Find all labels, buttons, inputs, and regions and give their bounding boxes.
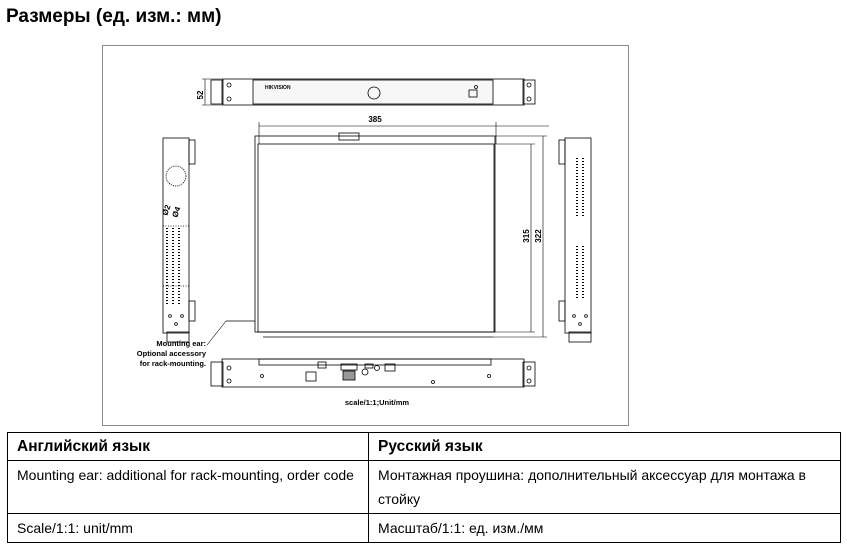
cell-english: Scale/1:1: unit/mm <box>7 513 369 543</box>
page-title: Размеры (ед. изм.: мм) <box>6 6 222 27</box>
dim-height-label: 52 <box>196 90 205 99</box>
table-row: Mounting ear: additional for rack-mounti… <box>7 460 841 514</box>
right-side-view <box>558 137 592 343</box>
drawing-canvas: HIKVISION 52 385 <box>137 78 592 407</box>
left-side-view <box>162 137 196 343</box>
hole-small-label: Ø2 <box>160 203 172 217</box>
brand-logo: HIKVISION <box>265 85 291 91</box>
callout-line1: Mounting ear: <box>156 339 206 348</box>
table-row: Scale/1:1: unit/mm Масштаб/1:1: ед. изм.… <box>7 513 841 543</box>
cell-russian: Монтажная проушина: дополнительный аксес… <box>368 460 841 514</box>
table-header-row: Английский язык Русский язык <box>7 432 841 461</box>
cell-russian: Масштаб/1:1: ед. изм./мм <box>368 513 841 543</box>
header-russian: Русский язык <box>368 432 841 461</box>
dim-depth-inner-label: 315 <box>522 229 531 243</box>
dim-width-label: 385 <box>368 115 382 124</box>
header-english: Английский язык <box>7 432 369 461</box>
hole-large-label: Ø4 <box>170 205 182 219</box>
dim-depth-outer-label: 322 <box>534 229 543 243</box>
top-view <box>226 132 496 338</box>
translation-table: Английский язык Русский язык Mounting ea… <box>7 432 841 543</box>
callout-line2: Optional accessory <box>137 349 207 358</box>
front-view <box>210 78 536 106</box>
dimension-drawing: HIKVISION 52 385 <box>102 45 629 426</box>
rear-view <box>210 358 536 388</box>
scale-note: scale/1:1;Unit/mm <box>345 398 410 407</box>
callout-line3: for rack-mounting. <box>140 359 206 368</box>
cell-english: Mounting ear: additional for rack-mounti… <box>7 460 369 514</box>
